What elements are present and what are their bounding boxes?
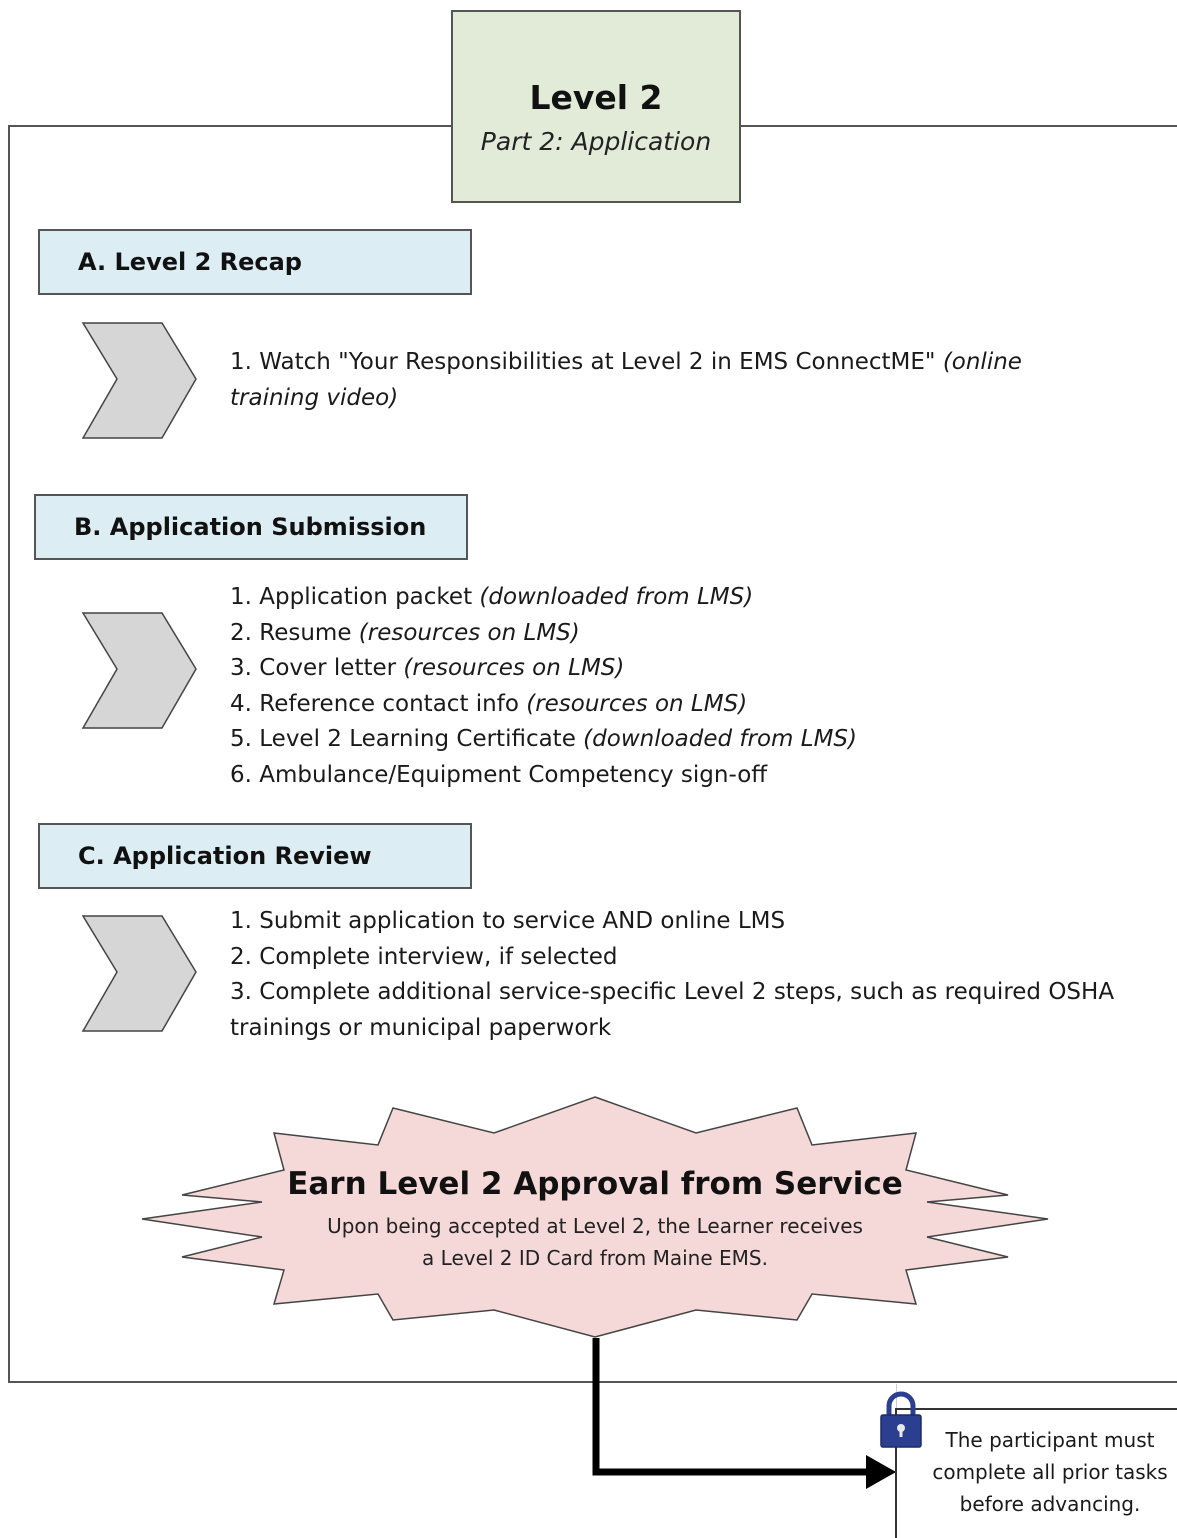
section-heading: A. Level 2 Recap bbox=[78, 248, 302, 276]
connector-arrow bbox=[592, 1338, 868, 1476]
stage-title-box: Level 2 Part 2: Application bbox=[451, 10, 741, 203]
chevron-arrow-icon bbox=[81, 612, 197, 729]
list-item: 5. Level 2 Learning Certificate (downloa… bbox=[230, 726, 857, 752]
section-header-recap: A. Level 2 Recap bbox=[38, 229, 472, 295]
list-item: 4. Reference contact info (resources on … bbox=[230, 690, 748, 717]
lock-note-box bbox=[895, 1408, 1177, 1538]
chevron-arrow-icon bbox=[81, 915, 197, 1032]
list-item: 2. Resume (resources on LMS) bbox=[230, 619, 580, 646]
arrowhead bbox=[866, 1455, 896, 1489]
list-item: 6. Ambulance/Equipment Competency sign-o… bbox=[230, 761, 768, 788]
section-items-recap: 1. Watch "Your Responsibilities at Level… bbox=[230, 345, 1022, 416]
list-item: 2. Complete interview, if selected bbox=[230, 943, 618, 970]
list-item: training video) bbox=[230, 384, 399, 411]
starburst bbox=[141, 1096, 1049, 1338]
list-item: 1. Application packet (downloaded from L… bbox=[230, 584, 754, 610]
section-heading: C. Application Review bbox=[78, 842, 372, 870]
list-item: 1. Watch "Your Responsibilities at Level… bbox=[230, 349, 1022, 375]
padlock-icon bbox=[880, 1391, 922, 1448]
section-header-submission: B. Application Submission bbox=[34, 494, 468, 560]
lock-note-text: The participant must complete all prior … bbox=[932, 1428, 1168, 1516]
stage-subtitle: Part 2: Application bbox=[480, 127, 712, 156]
section-items-review: 1. Submit application to service AND onl… bbox=[230, 904, 1114, 1046]
list-item: trainings or municipal paperwork bbox=[230, 1014, 612, 1041]
milestone-title: Earn Level 2 Approval from Service bbox=[287, 1166, 903, 1202]
chevron-arrow-icon bbox=[81, 322, 197, 439]
list-item: 1. Submit application to service AND onl… bbox=[230, 908, 786, 934]
list-item: 3. Complete additional service-specific … bbox=[230, 979, 1115, 1005]
section-items-submission: 1. Application packet (downloaded from L… bbox=[230, 580, 857, 793]
milestone-description: Upon being accepted at Level 2, the Lear… bbox=[327, 1214, 863, 1270]
section-heading: B. Application Submission bbox=[74, 513, 427, 541]
section-header-review: C. Application Review bbox=[38, 823, 472, 889]
list-item: 3. Cover letter (resources on LMS) bbox=[230, 655, 625, 681]
stage-title: Level 2 bbox=[529, 78, 663, 117]
